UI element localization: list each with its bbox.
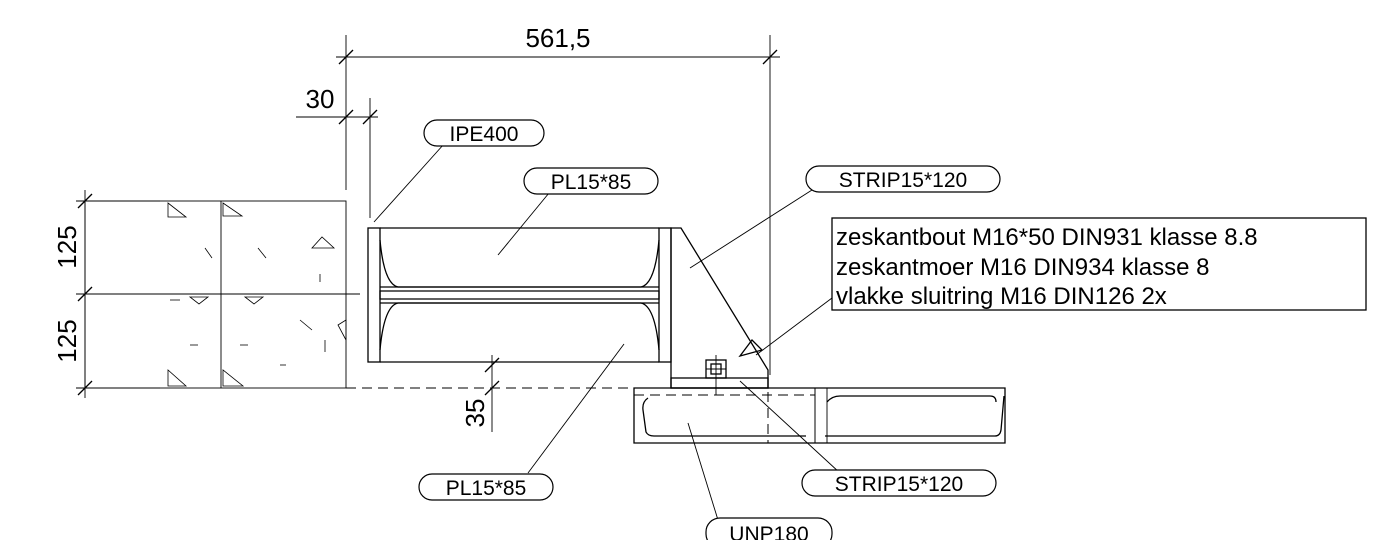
label-strip-bottom: STRIP15*120 bbox=[801, 469, 997, 497]
dimension-top-width: 561,5 bbox=[336, 23, 780, 375]
dimension-offset-text: 30 bbox=[306, 84, 335, 114]
label-strip-top: STRIP15*120 bbox=[805, 165, 1001, 193]
label-ipe400: IPE400 bbox=[423, 119, 545, 147]
hidden-lines bbox=[346, 387, 815, 443]
svg-text:IPE400: IPE400 bbox=[450, 123, 519, 146]
svg-text:PL15*85: PL15*85 bbox=[551, 171, 632, 194]
unp180-channel bbox=[633, 387, 1006, 444]
bolt-note-line-2: zeskantmoer M16 DIN934 klasse 8 bbox=[836, 254, 1210, 281]
leader-lines bbox=[373, 143, 841, 521]
concrete-column bbox=[84, 200, 347, 389]
label-plate-top: PL15*85 bbox=[523, 167, 659, 195]
dimension-top-width-text: 561,5 bbox=[525, 23, 590, 53]
ipe400-beam bbox=[367, 227, 672, 363]
bolt-assembly bbox=[705, 355, 727, 395]
dimension-upper-height-text: 125 bbox=[52, 225, 82, 268]
svg-text:UNP180: UNP180 bbox=[729, 523, 808, 540]
bolt-note-line-1: zeskantbout M16*50 DIN931 klasse 8.8 bbox=[836, 224, 1258, 251]
svg-text:STRIP15*120: STRIP15*120 bbox=[835, 473, 963, 496]
svg-text:STRIP15*120: STRIP15*120 bbox=[839, 169, 967, 192]
label-unp180: UNP180 bbox=[705, 517, 833, 540]
dimension-gap-text: 35 bbox=[460, 399, 490, 428]
label-plate-bottom: PL15*85 bbox=[418, 473, 554, 501]
dimension-gap: 35 bbox=[460, 355, 500, 432]
dimension-lower-height-text: 125 bbox=[52, 319, 82, 362]
bolt-note-box: zeskantbout M16*50 DIN931 klasse 8.8 zes… bbox=[831, 217, 1367, 311]
dimension-offset: 30 bbox=[296, 84, 378, 218]
bolt-note-line-3: vlakke sluitring M16 DIN126 2x bbox=[836, 283, 1167, 310]
dimension-vertical: 125 125 bbox=[52, 190, 360, 398]
svg-text:PL15*85: PL15*85 bbox=[446, 477, 527, 500]
